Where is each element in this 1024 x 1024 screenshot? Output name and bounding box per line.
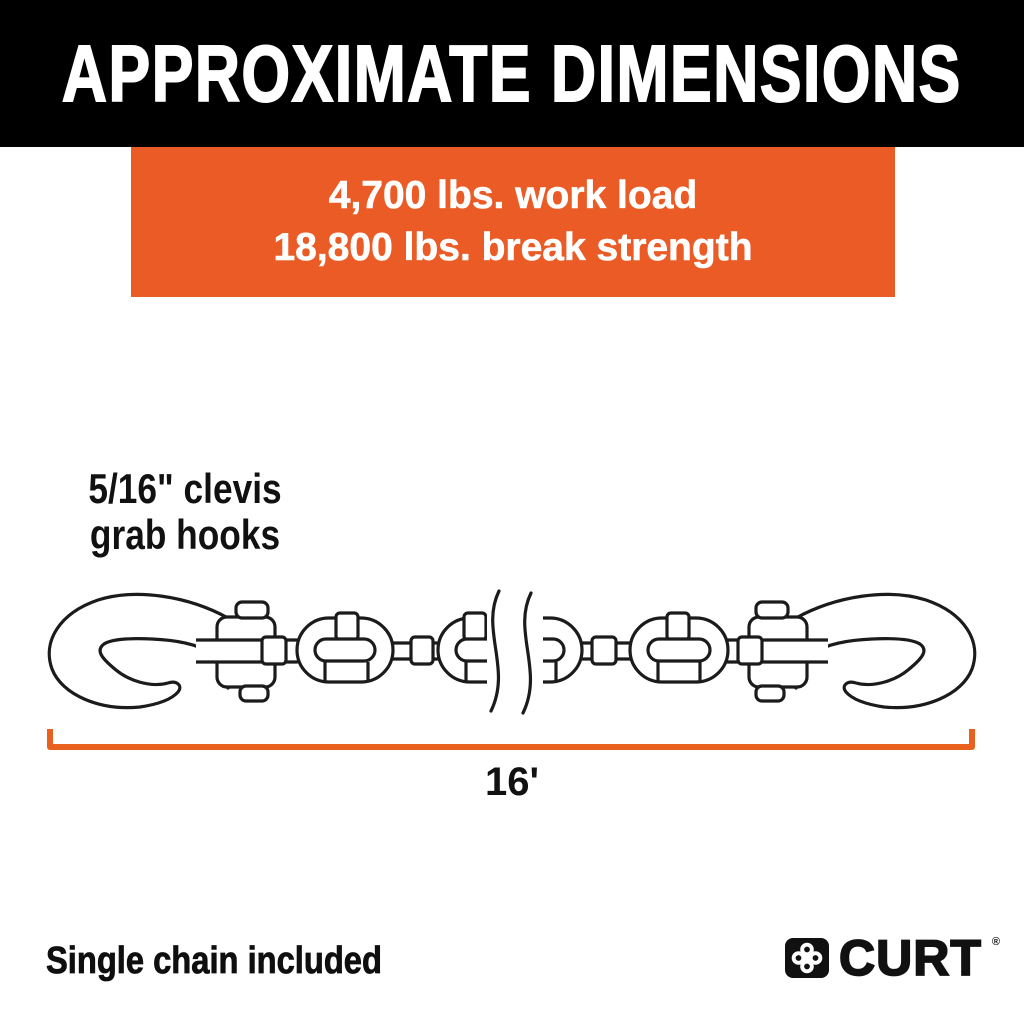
header-bar: APPROXIMATE DIMENSIONS — [0, 0, 1024, 147]
connector-block — [590, 635, 618, 666]
clevis-bottom-tab — [238, 684, 270, 703]
hook-callout-line2: grab hooks — [89, 511, 281, 558]
clevis-pin-channel — [196, 638, 310, 664]
break-strength-text: 18,800 lbs. break strength — [273, 226, 753, 270]
hook-callout-line1: 5/16" clevis — [88, 465, 282, 512]
hook-callout-label: 5/16" clevis grab hooks — [80, 466, 290, 558]
brand-lockup: CURT ® — [784, 930, 1000, 986]
chain-link — [295, 611, 395, 684]
break-symbol — [487, 584, 543, 718]
footer-note: Single chain included — [46, 940, 383, 983]
spec-banner: 4,700 lbs. work load 18,800 lbs. break s… — [131, 147, 895, 297]
dimension-bracket — [47, 729, 975, 750]
brand-wordmark: CURT — [838, 930, 982, 986]
length-label: 16' — [484, 760, 539, 804]
connector-block — [409, 635, 435, 666]
page-title: APPROXIMATE DIMENSIONS — [61, 28, 962, 119]
chain-link — [628, 611, 730, 684]
work-load-text: 4,700 lbs. work load — [328, 174, 698, 218]
right-grab-hook — [714, 592, 977, 710]
registered-mark: ® — [991, 936, 1000, 948]
curt-logo-icon — [785, 938, 829, 978]
clevis-pin — [260, 635, 288, 666]
clevis-top-tab — [234, 600, 270, 620]
left-grab-hook — [47, 592, 310, 710]
